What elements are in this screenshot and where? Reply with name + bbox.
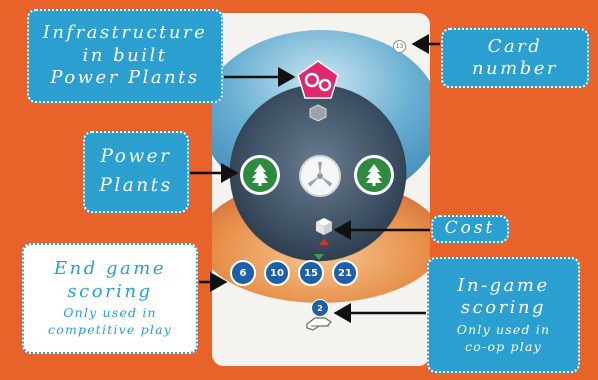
callout-power-plants: Power Plants bbox=[83, 131, 189, 213]
wind-turbine-icon bbox=[299, 155, 341, 197]
infrastructure-pentagon-icon bbox=[297, 60, 339, 99]
end-game-score-badge: 21 bbox=[332, 260, 358, 286]
callout-in-game-line1: In-game bbox=[457, 274, 550, 296]
end-game-score-badge: 15 bbox=[298, 260, 324, 286]
callout-in-game-line2: scoring bbox=[460, 297, 547, 319]
callout-end-game-scoring: End game scoring Only used in competitiv… bbox=[22, 243, 198, 354]
callout-infrastructure-line1: Infrastructure bbox=[42, 22, 208, 44]
power-plant-tree-icon bbox=[240, 155, 280, 195]
callout-infrastructure: Infrastructure in built Power Plants bbox=[27, 9, 223, 103]
callout-end-game-line1: End game bbox=[54, 258, 166, 280]
callout-power-plants-line2: Plants bbox=[99, 175, 173, 196]
callout-card-number-line1: Card bbox=[487, 35, 543, 57]
callout-in-game-scoring: In-game scoring Only used in co-op play bbox=[427, 257, 580, 373]
callout-cost: Cost bbox=[431, 215, 509, 243]
card-number-badge: 13 bbox=[393, 40, 406, 53]
callout-end-game-line2: scoring bbox=[67, 280, 153, 302]
callout-end-game-note2: competitive play bbox=[48, 322, 172, 337]
callout-in-game-note1: Only used in bbox=[456, 321, 551, 337]
callout-cost-text: Cost bbox=[444, 218, 496, 239]
end-game-score-badge: 10 bbox=[264, 260, 290, 286]
callout-power-plants-line1: Power bbox=[100, 146, 172, 168]
end-game-score-badge: 6 bbox=[230, 260, 256, 286]
callout-in-game-note2: co-op play bbox=[465, 338, 542, 354]
hand-icon bbox=[306, 317, 332, 331]
callout-infrastructure-line3: Power Plants bbox=[50, 67, 200, 89]
power-plant-tree-icon bbox=[354, 155, 394, 195]
callout-infrastructure-line2: in built bbox=[82, 44, 168, 66]
callout-end-game-note1: Only used in bbox=[63, 305, 157, 321]
in-game-score-badge: 2 bbox=[311, 299, 329, 317]
power-plant-card: 13 6 10 15 21 2 bbox=[212, 13, 430, 366]
cost-cube-icon bbox=[316, 218, 332, 235]
callout-card-number: Card number bbox=[441, 28, 589, 88]
callout-card-number-line2: number bbox=[471, 58, 559, 79]
